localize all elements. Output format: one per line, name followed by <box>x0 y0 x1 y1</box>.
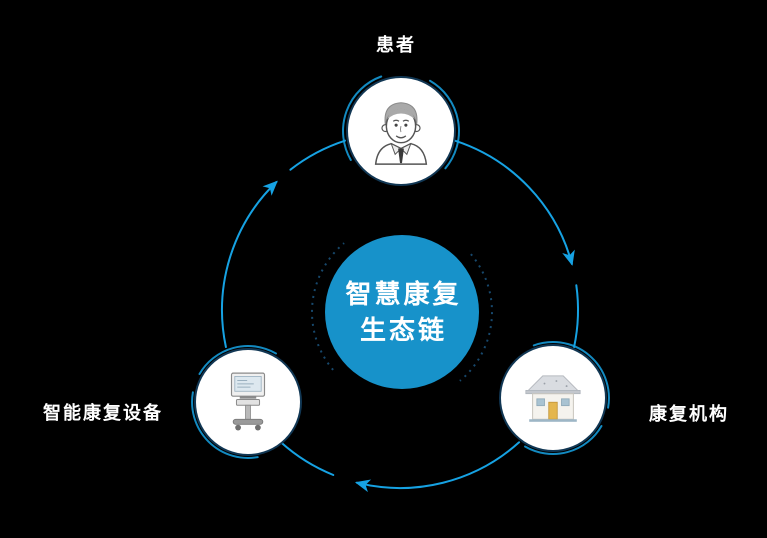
arrow-up-icon <box>262 180 278 196</box>
arc-patient-to-institution <box>454 139 579 348</box>
node-institution <box>501 346 605 450</box>
label-equipment: 智能康复设备 <box>43 403 163 423</box>
arrow-left-icon <box>354 479 372 493</box>
arc-institution-to-equipment <box>279 441 521 493</box>
equipment-icon <box>230 372 266 431</box>
center-ring-decoration <box>311 242 493 382</box>
center-title-line2: 生态链 <box>359 314 447 345</box>
arrow-down-icon <box>562 249 575 266</box>
node-patient <box>348 78 454 184</box>
node-equipment <box>196 350 300 454</box>
institution-icon <box>525 375 581 422</box>
center-title-line1: 智慧康复 <box>345 278 462 309</box>
arc-equipment-to-patient <box>221 139 346 348</box>
label-patient: 患者 <box>376 35 416 55</box>
center-circle: 智慧康复 生态链 <box>325 235 479 389</box>
patient-icon <box>374 102 428 165</box>
node-ring-decorations <box>191 75 610 459</box>
label-institution: 康复机构 <box>649 404 729 424</box>
